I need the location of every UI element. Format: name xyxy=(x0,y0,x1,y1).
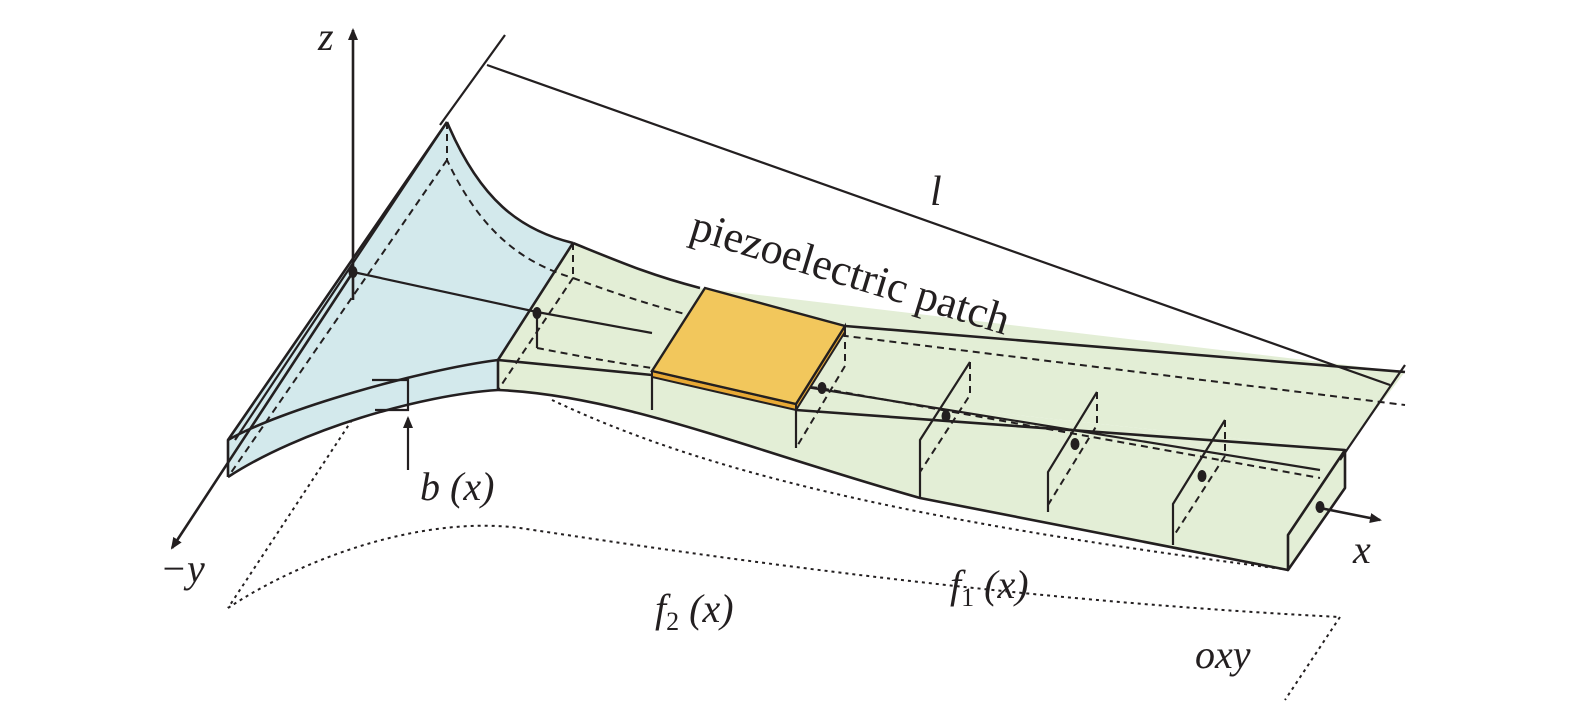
length-dimension xyxy=(439,34,1406,461)
hidden-lines xyxy=(227,122,1406,538)
y-axis-arrow xyxy=(170,271,355,550)
plane-label: oxy xyxy=(1195,632,1251,677)
f2-label: f2 (x) xyxy=(655,586,734,636)
axes xyxy=(170,28,1382,550)
b-function-label: b (x) xyxy=(420,464,494,509)
x-axis-arrow xyxy=(1319,506,1382,523)
node-points xyxy=(348,266,1325,513)
x-axis-label: x xyxy=(1352,527,1371,572)
b-indicator xyxy=(372,378,413,470)
y-axis-label: −y xyxy=(160,546,205,591)
piezo-patch xyxy=(650,286,847,414)
horn-section xyxy=(228,122,573,477)
z-axis-label: z xyxy=(317,14,334,59)
length-label: l xyxy=(930,169,942,215)
base-plane xyxy=(227,399,1341,701)
f1-label: f1 (x) xyxy=(950,562,1029,612)
